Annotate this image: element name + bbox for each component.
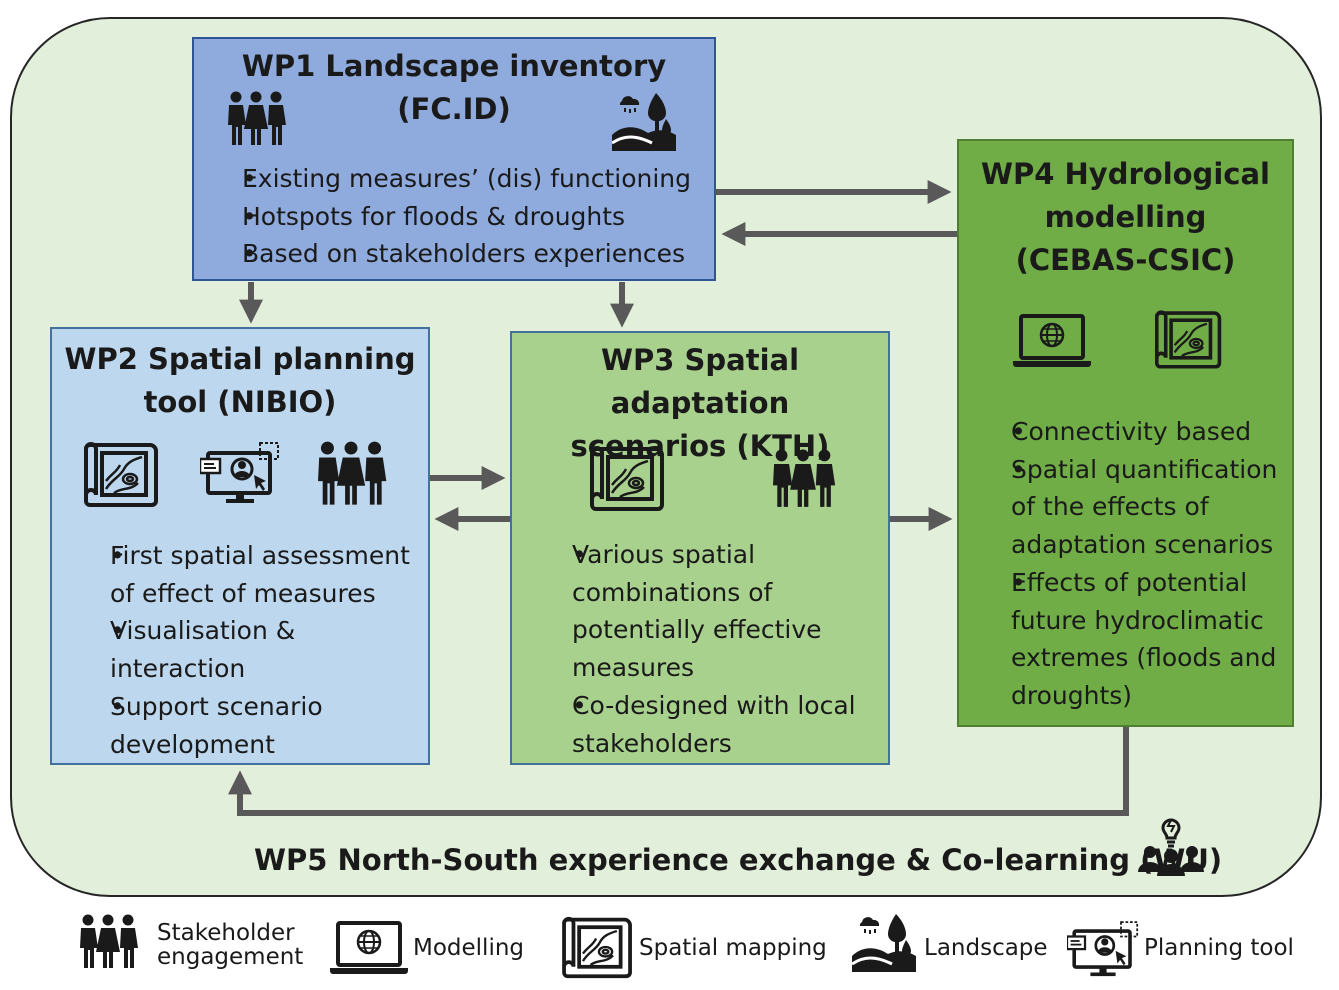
legend-stakeholder-label: Stakeholder engagement [157,920,304,970]
stakeholders-icon [78,914,138,970]
legend-modelling-label: Modelling [413,935,525,961]
legend-landscape-label: Landscape [924,935,1048,961]
wp1-box: WP1 Landscape inventory (FC.ID) Existing… [192,37,716,281]
map-icon [84,439,160,509]
wp3-bullet: Co-designed with local stakeholders [526,687,886,762]
landscape-icon [852,912,916,972]
planning-tool-icon [200,441,280,507]
landscape-icon [612,91,676,151]
co-learning-icon [1136,806,1206,876]
stakeholders-icon [315,441,387,507]
wp3-bullet: Various spatial combinations of potentia… [526,536,886,687]
stakeholders-icon [770,449,836,509]
wp5-title: WP5 North-South experience exchange & Co… [254,843,1223,877]
map-icon [562,914,634,980]
wp2-bullet-list: First spatial assessment of effect of me… [66,537,426,763]
map-icon [590,443,666,513]
legend-planning-tool-label: Planning tool [1144,935,1294,961]
wp2-bullet: Support scenario development [66,688,426,763]
laptop-globe-icon [1011,313,1093,369]
wp1-bullet: Hotspots for floods & droughts [208,198,691,236]
wp4-title: WP4 Hydrological modelling (CEBAS-CSIC) [981,157,1270,277]
wp4-box: WP4 Hydrological modelling (CEBAS-CSIC) … [957,139,1294,727]
stakeholders-icon [226,91,286,147]
planning-tool-icon [1067,920,1139,980]
wp1-bullet: Existing measures’ (dis) functioning [208,160,691,198]
arrow-wp4-to-wp2 [228,727,1129,816]
wp4-bullet: Connectivity based [973,413,1293,451]
wp3-bullet-list: Various spatial combinations of potentia… [526,536,886,762]
wp4-bullet: Effects of potential future hydroclimati… [973,564,1293,715]
legend-spatial-mapping-label: Spatial mapping [639,935,827,961]
map-icon [1155,303,1223,375]
wp3-title: WP3 Spatial adaptation scenarios (KTH) [570,343,830,463]
wp2-bullet: First spatial assessment of effect of me… [66,537,426,612]
laptop-globe-icon [328,920,410,976]
wp3-box: WP3 Spatial adaptation scenarios (KTH) V… [510,331,890,765]
wp2-title: WP2 Spatial planning tool (NIBIO) [64,342,416,419]
wp2-bullet: Visualisation & interaction [66,612,426,687]
wp2-box: WP2 Spatial planning tool (NIBIO) First … [50,327,430,765]
wp1-bullet: Based on stakeholders experiences [208,235,691,273]
wp4-bullet-list: Connectivity based Spatial quantificatio… [973,413,1293,715]
wp1-bullet-list: Existing measures’ (dis) functioning Hot… [208,160,691,273]
wp4-bullet: Spatial quantification of the effects of… [973,451,1293,564]
wp1-title: WP1 Landscape inventory (FC.ID) [241,49,667,126]
